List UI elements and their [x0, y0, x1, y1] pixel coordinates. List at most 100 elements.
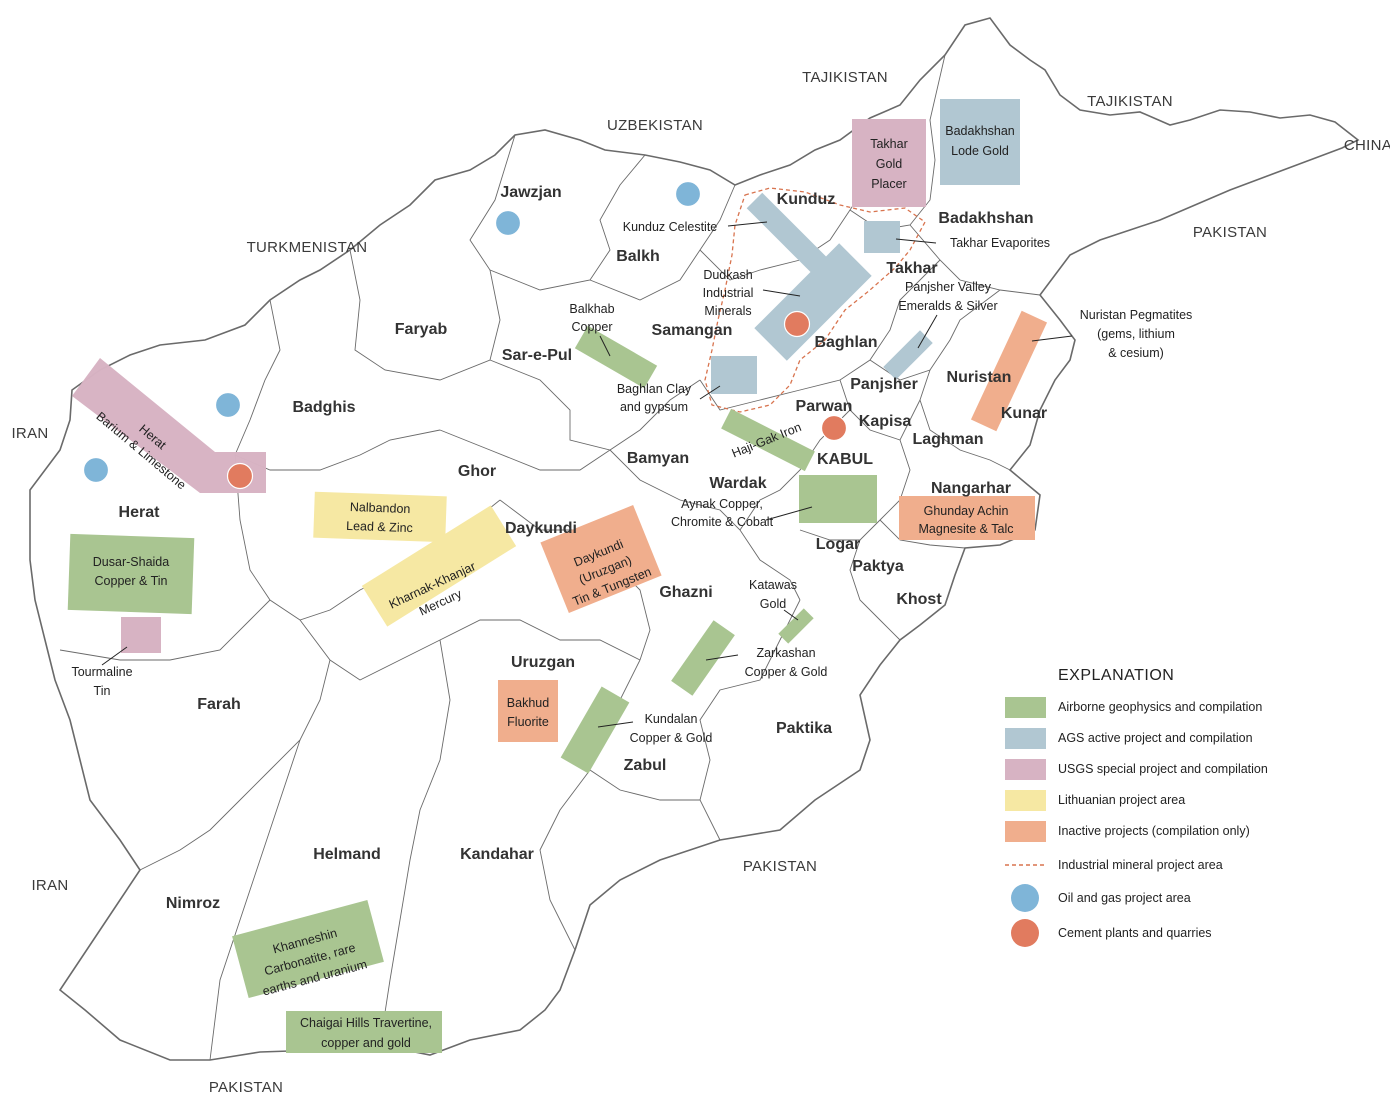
- leader-line: [101, 646, 128, 666]
- leader-line: [762, 289, 801, 297]
- legend-swatch: [1005, 759, 1046, 780]
- province-label-nangarhar: Nangarhar: [931, 480, 1011, 497]
- province-label-laghman: Laghman: [912, 431, 983, 448]
- country-label-iran-sw: IRAN: [31, 877, 68, 894]
- oil-gas-marker-oil-balkh: [674, 180, 702, 208]
- legend-label: Inactive projects (compilation only): [1058, 824, 1250, 838]
- oil-gas-marker-oil-jawzjan: [494, 209, 522, 237]
- project-area-kundalan: [560, 686, 630, 774]
- province-label-zabul: Zabul: [624, 757, 667, 774]
- legend-title: EXPLANATION: [1058, 667, 1174, 684]
- province-boundary: [489, 359, 701, 451]
- project-area-nuristan-pegmatites: [970, 310, 1048, 432]
- province-boundary: [59, 599, 271, 661]
- project-area-haji-gak-iron: [721, 408, 815, 472]
- project-area-herat-barium: [72, 358, 266, 493]
- province-label-herat: Herat: [119, 504, 161, 521]
- province-boundary: [909, 224, 1041, 296]
- industrial-mineral-project-area: [704, 187, 926, 413]
- legend-swatch: [1005, 728, 1046, 749]
- leader-line: [597, 721, 634, 728]
- project-label-nuristan-pegmatites: Nuristan Pegmatites(gems, lithium& cesiu…: [1080, 308, 1193, 360]
- project-area-kharnak-khanjar: [361, 505, 517, 627]
- province-label-jawzjan: Jawzjan: [500, 184, 561, 201]
- province-label-kunar: Kunar: [1001, 405, 1047, 422]
- leader-line: [783, 609, 799, 621]
- legend-item: AGS active project and compilation: [1005, 728, 1253, 749]
- legend-item: Inactive projects (compilation only): [1005, 821, 1250, 842]
- province-label-khost: Khost: [896, 591, 942, 608]
- province-boundary: [349, 134, 516, 381]
- province-boundary: [879, 519, 966, 549]
- province-label-badakhshan: Badakhshan: [938, 210, 1033, 227]
- project-label-chaigai-hills: Chaigai Hills Travertine,copper and gold: [300, 1016, 432, 1050]
- project-area-badakhshan-lode-gold: [940, 99, 1020, 185]
- point-markers-layer: [82, 180, 848, 490]
- leader-line: [917, 314, 938, 349]
- leader-line: [705, 654, 739, 661]
- project-area-dusar-shaida: [67, 533, 195, 615]
- province-label-nimroz: Nimroz: [166, 895, 220, 912]
- legend-label: Cement plants and quarries: [1058, 926, 1212, 940]
- country-label-pakistan-ne: PAKISTAN: [1193, 224, 1267, 241]
- country-label-iran-w: IRAN: [11, 425, 48, 442]
- country-label-tajikistan-n: TAJIKISTAN: [802, 69, 888, 86]
- province-label-bamyan: Bamyan: [627, 450, 689, 467]
- province-boundary: [139, 659, 331, 871]
- legend-circle: [1011, 884, 1039, 912]
- province-label-daykundi: Daykundi: [505, 520, 577, 537]
- leader-line: [699, 385, 721, 400]
- province-boundary: [839, 379, 921, 441]
- cement-marker-cement-kabul: [820, 414, 848, 442]
- legend-item: Oil and gas project area: [1011, 884, 1191, 912]
- project-area-takhar-gold-placer: [852, 119, 926, 207]
- province-boundary: [299, 619, 641, 681]
- province-label-baghlan: Baghlan: [814, 334, 877, 351]
- province-boundary: [919, 369, 1011, 471]
- province-label-nuristan: Nuristan: [947, 369, 1012, 386]
- project-area-panjsher-valley: [883, 330, 933, 380]
- province-label-parwan: Parwan: [796, 398, 853, 415]
- project-label-takhar-evaporites: Takhar Evaporites: [950, 236, 1050, 250]
- legend-item: Industrial mineral project area: [1005, 858, 1223, 872]
- province-label-kandahar: Kandahar: [460, 846, 534, 863]
- country-label-turkmenistan: TURKMENISTAN: [247, 239, 368, 256]
- province-label-wardak: Wardak: [709, 475, 766, 492]
- province-label-badghis: Badghis: [292, 399, 355, 416]
- province-label-faryab: Faryab: [395, 321, 448, 338]
- project-label-kunduz-celestite: Kunduz Celestite: [623, 220, 718, 234]
- country-label-pakistan-s: PAKISTAN: [209, 1079, 283, 1096]
- province-label-kunduz: Kunduz: [777, 191, 836, 208]
- leader-lines-layer: [101, 221, 1073, 728]
- project-area-kunduz-celestite: [746, 192, 828, 274]
- project-area-baghlan-clay: [711, 356, 757, 394]
- province-label-ghazni: Ghazni: [659, 584, 712, 601]
- leader-line: [727, 221, 768, 227]
- leader-line: [1031, 335, 1073, 342]
- province-label-sar-e-pul: Sar-e-Pul: [502, 347, 572, 364]
- province-label-paktika: Paktika: [776, 720, 832, 737]
- province-labels-layer: JawzjanBalkhKunduzBadakhshanTakharFaryab…: [119, 184, 1048, 912]
- province-label-balkh: Balkh: [616, 248, 660, 265]
- legend-label: USGS special project and compilation: [1058, 762, 1268, 776]
- project-area-balkhab-copper: [574, 325, 658, 389]
- country-label-china: CHINA: [1344, 137, 1390, 154]
- province-boundary: [699, 599, 801, 841]
- leader-line: [599, 335, 611, 357]
- province-boundary: [609, 449, 801, 601]
- legend-item: USGS special project and compilation: [1005, 759, 1268, 780]
- province-label-kabul: KABUL: [817, 451, 873, 468]
- province-boundary: [849, 539, 901, 641]
- province-label-paktya: Paktya: [852, 558, 904, 575]
- legend-swatch: [1005, 697, 1046, 718]
- project-label-nalbandon: NalbandonLead & Zinc: [346, 500, 414, 535]
